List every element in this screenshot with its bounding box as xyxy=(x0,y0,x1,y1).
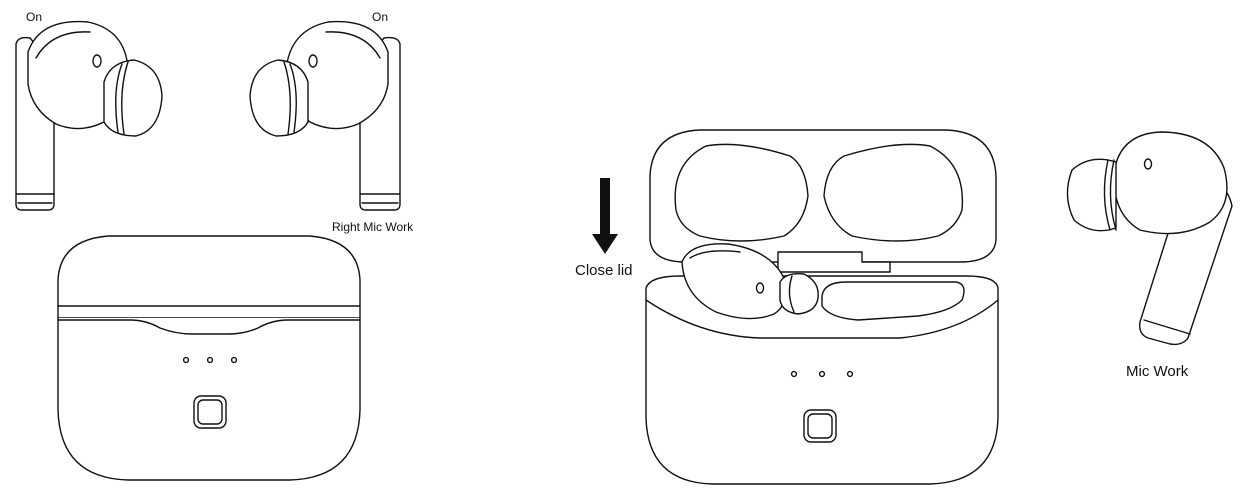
single-earbud-illustration xyxy=(1067,132,1232,344)
open-charging-case-illustration xyxy=(646,130,998,484)
down-arrow-icon xyxy=(592,178,618,254)
right-mic-work-label: Right Mic Work xyxy=(332,220,414,234)
left-earbud-illustration xyxy=(16,22,162,210)
right-earbud-illustration xyxy=(250,22,400,210)
mic-work-label: Mic Work xyxy=(1126,363,1189,380)
right-earbud-on-label: On xyxy=(372,10,389,24)
left-earbud-on-label: On xyxy=(26,10,43,24)
close-lid-label: Close lid xyxy=(575,262,633,279)
closed-charging-case-illustration xyxy=(58,236,360,480)
